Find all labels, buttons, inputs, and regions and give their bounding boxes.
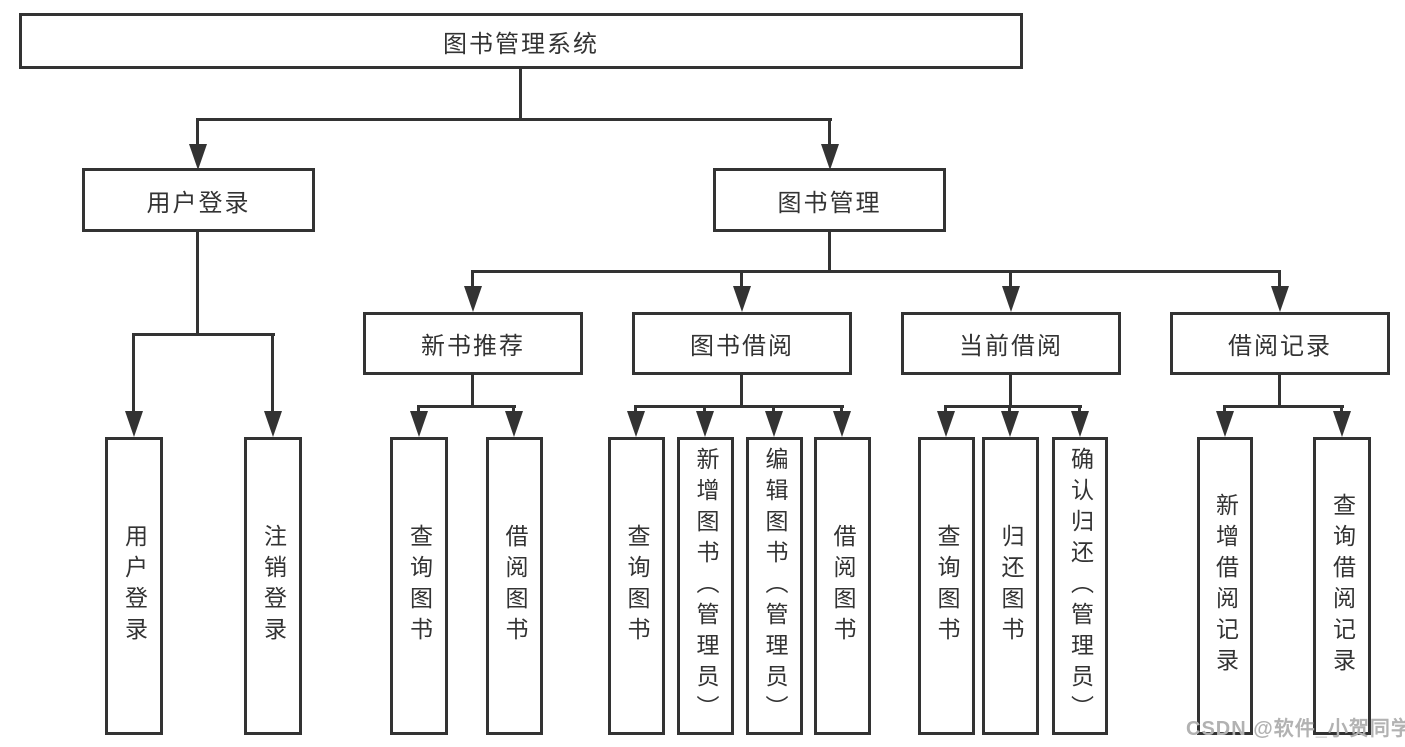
leaf-rec-borrow-book: 借阅图书 [486, 437, 543, 735]
arrowhead-down-icon [189, 144, 207, 170]
node-borrow-record-label: 借阅记录 [1228, 333, 1332, 360]
arrowhead-down-icon [1002, 286, 1020, 312]
arrowhead-down-icon [1071, 411, 1089, 437]
leaf-bb-query-book: 查询图书 [608, 437, 665, 735]
leaf-rec-query-book: 查询图书 [390, 437, 448, 735]
connector-line [1340, 405, 1343, 415]
connector-line [1278, 270, 1281, 288]
leaf-cb-return-book: 归还图书 [982, 437, 1039, 735]
connector-line [1009, 270, 1012, 288]
leaf-bb-edit-book-label: 编辑图书（管理员） [762, 446, 788, 726]
leaf-bb-add-book-label: 新增图书（管理员） [693, 446, 719, 726]
node-root: 图书管理系统 [19, 13, 1023, 69]
node-new-book-recommend: 新书推荐 [363, 312, 583, 375]
connector-line [1078, 405, 1081, 415]
connector-line [1223, 405, 1226, 415]
node-current-borrow-label: 当前借阅 [959, 333, 1063, 360]
connector-line [1009, 375, 1012, 408]
leaf-rec-query-book-label: 查询图书 [406, 524, 433, 648]
leaf-br-add-record-label: 新增借阅记录 [1212, 493, 1239, 679]
arrowhead-down-icon [733, 286, 751, 312]
leaf-logout: 注销登录 [244, 437, 302, 735]
arrowhead-down-icon [1001, 411, 1019, 437]
leaf-br-query-record-label: 查询借阅记录 [1329, 493, 1356, 679]
connector-line [772, 405, 775, 415]
connector-line [944, 405, 1082, 408]
connector-line [519, 69, 522, 120]
arrowhead-down-icon [765, 411, 783, 437]
arrowhead-down-icon [464, 286, 482, 312]
arrowhead-down-icon [696, 411, 714, 437]
arrowhead-down-icon [264, 411, 282, 437]
connector-line [512, 405, 515, 415]
node-book-borrow-label: 图书借阅 [690, 333, 794, 360]
connector-line [471, 375, 474, 408]
connector-line [1278, 375, 1281, 408]
leaf-cb-query-book-label: 查询图书 [934, 524, 960, 648]
connector-line [740, 270, 743, 288]
connector-line [828, 118, 831, 146]
leaf-bb-add-book: 新增图书（管理员） [677, 437, 734, 735]
leaf-logout-label: 注销登录 [260, 524, 287, 648]
connector-line [196, 232, 199, 336]
arrowhead-down-icon [821, 144, 839, 170]
connector-line [271, 333, 274, 413]
arrowhead-down-icon [937, 411, 955, 437]
leaf-user-login-label: 用户登录 [121, 524, 148, 648]
node-new-book-recommend-label: 新书推荐 [421, 333, 525, 360]
connector-line [132, 333, 275, 336]
connector-line [828, 232, 831, 273]
connector-line [740, 375, 743, 408]
node-borrow-record: 借阅记录 [1170, 312, 1390, 375]
node-book-management: 图书管理 [713, 168, 946, 232]
node-current-borrow: 当前借阅 [901, 312, 1121, 375]
arrowhead-down-icon [833, 411, 851, 437]
arrowhead-down-icon [1333, 411, 1351, 437]
connector-line [1008, 405, 1011, 415]
csdn-watermark: CSDN @软件_小贺同学 [1186, 718, 1405, 740]
leaf-br-query-record: 查询借阅记录 [1313, 437, 1371, 735]
connector-line [417, 405, 420, 415]
leaf-bb-edit-book: 编辑图书（管理员） [746, 437, 803, 735]
node-user-login-label: 用户登录 [146, 189, 251, 217]
leaf-user-login: 用户登录 [105, 437, 163, 735]
node-book-borrow: 图书借阅 [632, 312, 852, 375]
connector-line [1223, 405, 1344, 408]
node-book-management-label: 图书管理 [777, 189, 882, 217]
leaf-bb-borrow-book: 借阅图书 [814, 437, 871, 735]
node-root-label: 图书管理系统 [443, 30, 599, 58]
leaf-bb-query-book-label: 查询图书 [624, 524, 650, 648]
leaf-cb-return-book-label: 归还图书 [998, 524, 1024, 648]
arrowhead-down-icon [627, 411, 645, 437]
leaf-cb-query-book: 查询图书 [918, 437, 975, 735]
leaf-cb-confirm-return: 确认归还（管理员） [1052, 437, 1108, 735]
connector-line [840, 405, 843, 415]
arrowhead-down-icon [410, 411, 428, 437]
arrowhead-down-icon [125, 411, 143, 437]
leaf-bb-borrow-book-label: 借阅图书 [830, 524, 856, 648]
connector-line [634, 405, 844, 408]
node-user-login: 用户登录 [82, 168, 315, 232]
arrowhead-down-icon [505, 411, 523, 437]
connector-line [634, 405, 637, 415]
connector-line [944, 405, 947, 415]
connector-line [196, 118, 199, 146]
connector-line [471, 270, 1281, 273]
connector-line [197, 118, 832, 121]
arrowhead-down-icon [1216, 411, 1234, 437]
leaf-rec-borrow-book-label: 借阅图书 [502, 524, 528, 648]
leaf-cb-confirm-return-label: 确认归还（管理员） [1067, 446, 1094, 726]
connector-line [132, 333, 135, 413]
connector-line [417, 405, 516, 408]
connector-line [703, 405, 706, 415]
connector-line [471, 270, 474, 288]
leaf-br-add-record: 新增借阅记录 [1197, 437, 1253, 735]
arrowhead-down-icon [1271, 286, 1289, 312]
